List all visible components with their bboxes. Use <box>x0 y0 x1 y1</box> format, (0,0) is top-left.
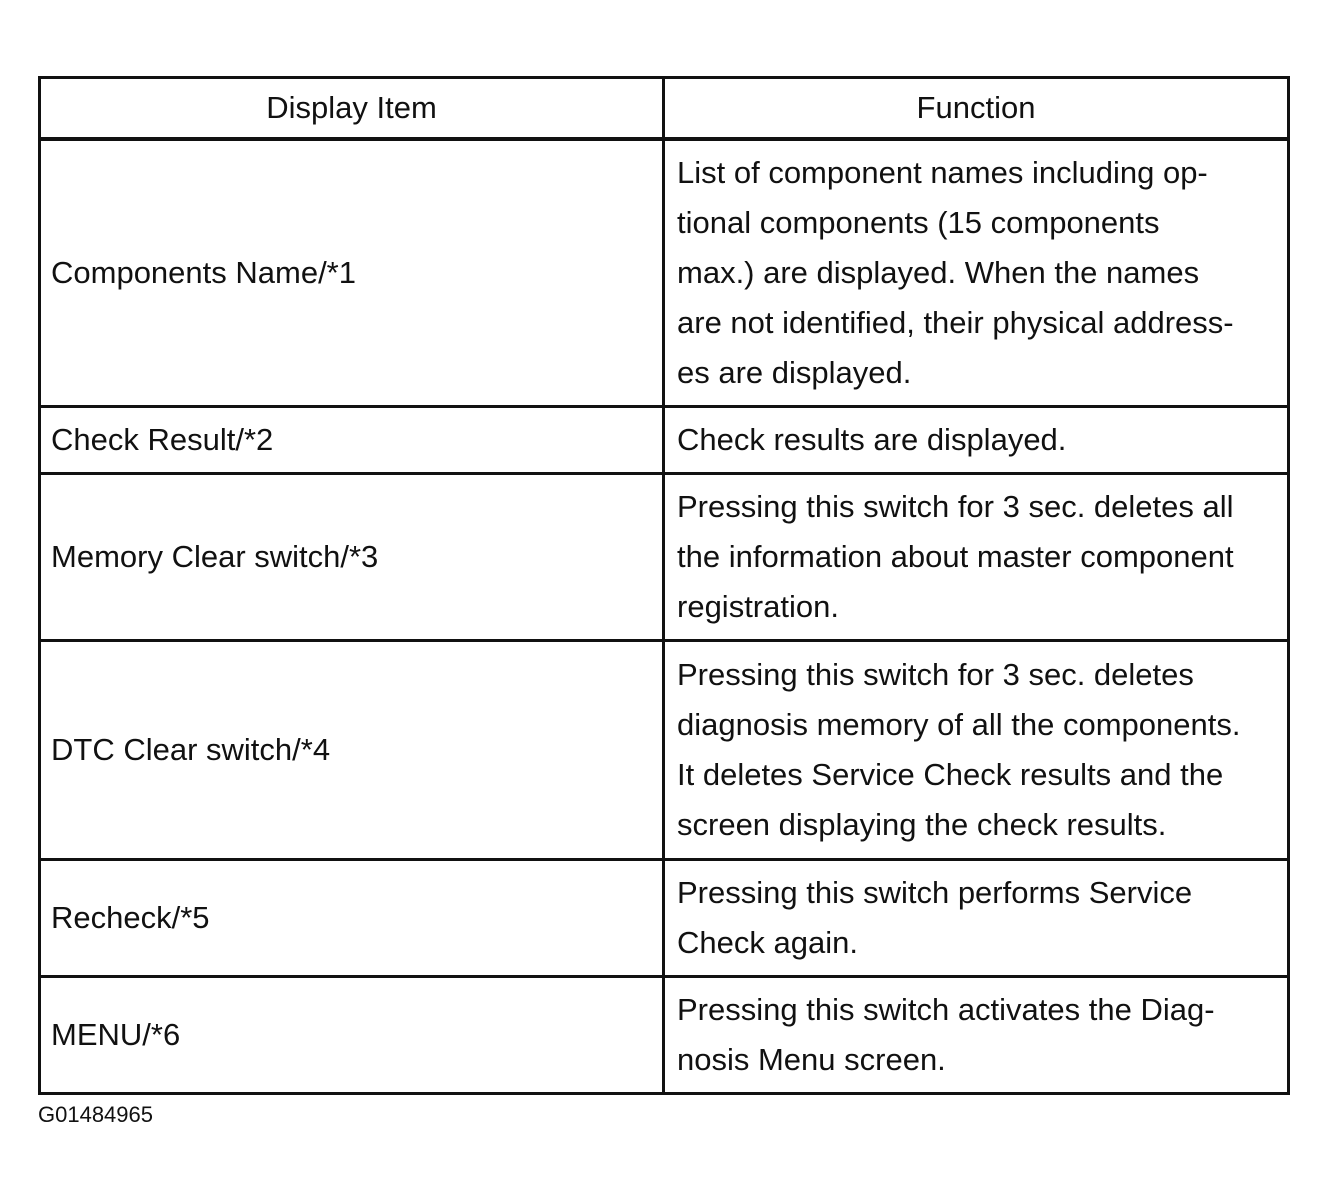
row-display-item: MENU/*6 <box>38 975 665 1095</box>
function-line: es are displayed. <box>677 355 912 390</box>
row-function: Check results are displayed. <box>662 405 1290 475</box>
function-line: the information about master component <box>677 539 1234 574</box>
header-display-item: Display Item <box>38 76 665 141</box>
row-display-item: Components Name/*1 <box>38 137 665 408</box>
function-line: screen displaying the check results. <box>677 807 1167 842</box>
figure-id: G01484965 <box>38 1102 153 1127</box>
function-line: registration. <box>677 589 839 624</box>
row-function: List of component names including op- ti… <box>662 137 1290 408</box>
function-line: It deletes Service Check results and the <box>677 757 1224 792</box>
function-line: nosis Menu screen. <box>677 1042 946 1077</box>
table-row: Check Result/*2 Check results are displa… <box>38 405 1290 475</box>
function-line: Pressing this switch activates the Diag- <box>677 992 1215 1027</box>
function-line: are not identified, their physical addre… <box>677 305 1234 340</box>
table-header-row: Display Item Function <box>38 76 1290 141</box>
function-line: List of component names including op- <box>677 155 1208 190</box>
row-display-item: DTC Clear switch/*4 <box>38 639 665 861</box>
table-row: Memory Clear switch/*3 Pressing this swi… <box>38 472 1290 642</box>
function-line: max.) are displayed. When the names <box>677 255 1200 290</box>
function-line: Check results are displayed. <box>677 422 1067 457</box>
row-function: Pressing this switch performs Service Ch… <box>662 858 1290 978</box>
header-function: Function <box>662 76 1290 141</box>
function-line: diagnosis memory of all the components. <box>677 707 1241 742</box>
table-row: Recheck/*5 Pressing this switch performs… <box>38 858 1290 978</box>
display-item-table: Display Item Function Components Name/*1… <box>38 76 1290 1095</box>
table-row: DTC Clear switch/*4 Pressing this switch… <box>38 639 1290 861</box>
function-line: Pressing this switch for 3 sec. deletes <box>677 657 1194 692</box>
row-display-item: Recheck/*5 <box>38 858 665 978</box>
row-function: Pressing this switch activates the Diag-… <box>662 975 1290 1095</box>
row-display-item: Memory Clear switch/*3 <box>38 472 665 642</box>
function-line: tional components (15 components <box>677 205 1160 240</box>
function-line: Check again. <box>677 925 858 960</box>
function-line: Pressing this switch performs Service <box>677 875 1193 910</box>
row-function: Pressing this switch for 3 sec. deletes … <box>662 639 1290 861</box>
table-row: MENU/*6 Pressing this switch activates t… <box>38 975 1290 1095</box>
row-display-item: Check Result/*2 <box>38 405 665 475</box>
row-function: Pressing this switch for 3 sec. deletes … <box>662 472 1290 642</box>
function-line: Pressing this switch for 3 sec. deletes … <box>677 489 1234 524</box>
table-row: Components Name/*1 List of component nam… <box>38 137 1290 408</box>
